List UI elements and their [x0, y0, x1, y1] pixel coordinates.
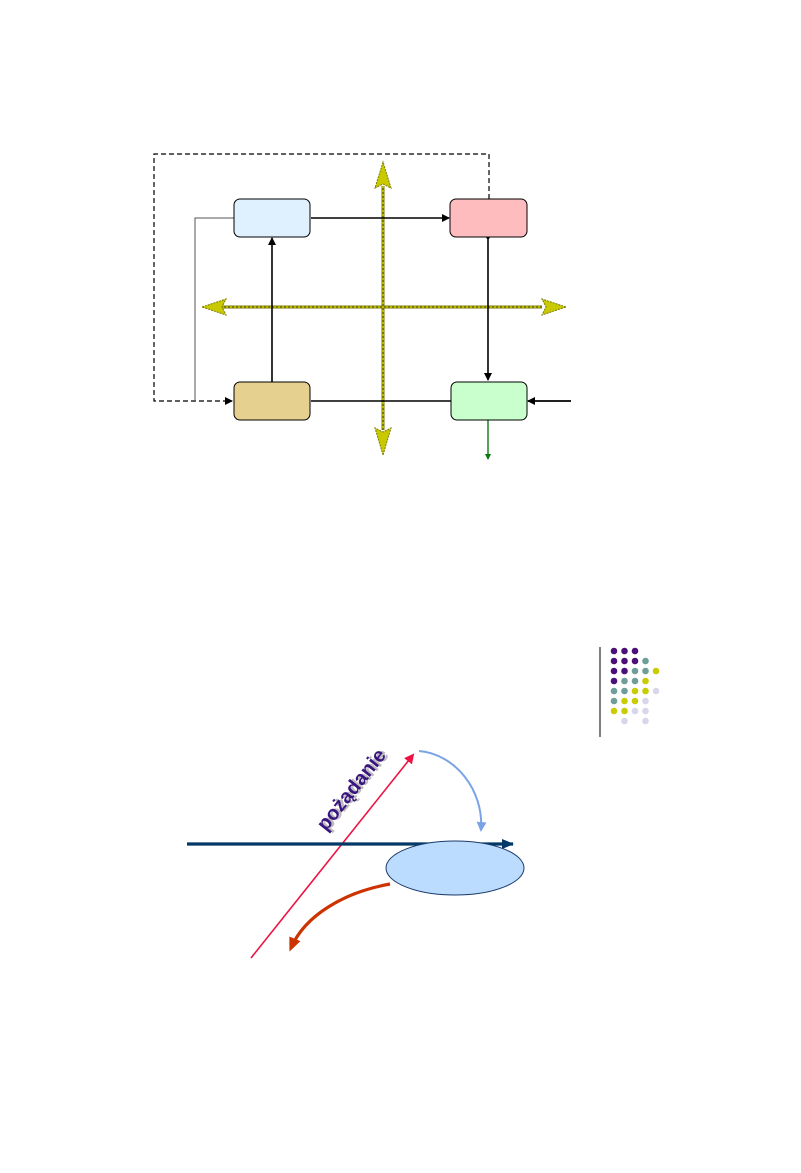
dot-grid-decoration [610, 647, 660, 725]
grid-dot [631, 677, 639, 685]
grid-dot [642, 667, 649, 675]
grid-dot [621, 667, 628, 675]
grid-dot [621, 707, 628, 715]
grid-dot [652, 687, 660, 695]
grid-dot [621, 677, 628, 685]
grid-dot [621, 687, 628, 695]
grid-dot [610, 687, 618, 695]
grid-dot [652, 667, 660, 675]
grid-dot [642, 697, 649, 705]
dashed-feedback-line [153, 153, 490, 405]
box-bottom-right [450, 381, 528, 421]
grid-dot [642, 707, 649, 715]
diagonal-label: pożądanie [313, 745, 391, 835]
grid-dot [610, 677, 618, 685]
grid-dot [621, 697, 628, 705]
orange-curved-arrow [289, 882, 391, 952]
diagonal-label-group: pożądanie pożądanie [313, 745, 394, 836]
grid-dot [642, 687, 649, 695]
grid-dot [631, 657, 639, 665]
vertical-yellow-double-arrow [374, 160, 392, 457]
grid-dot [610, 707, 618, 715]
box-top-left [233, 198, 311, 238]
grid-dot [642, 657, 649, 665]
grid-dot [631, 647, 639, 655]
grid-dot [631, 707, 639, 715]
grid-dot [610, 647, 618, 655]
box-top-right [449, 198, 528, 238]
thin-link-line [194, 217, 234, 401]
grid-dot [631, 697, 639, 705]
grid-dot [610, 697, 618, 705]
grid-dot [631, 667, 639, 675]
red-diagonal-arrow [250, 753, 415, 959]
grid-dot [621, 657, 628, 665]
grid-dot [610, 667, 618, 675]
grid-dot [610, 657, 618, 665]
blue-curved-arrow [418, 750, 487, 832]
grid-dot [631, 687, 639, 695]
grid-dot [642, 677, 649, 685]
grid-dot [621, 717, 628, 725]
grid-dot [642, 717, 649, 725]
box-bottom-left [233, 381, 311, 421]
grid-dot [621, 647, 628, 655]
blue-ellipse [385, 840, 525, 896]
